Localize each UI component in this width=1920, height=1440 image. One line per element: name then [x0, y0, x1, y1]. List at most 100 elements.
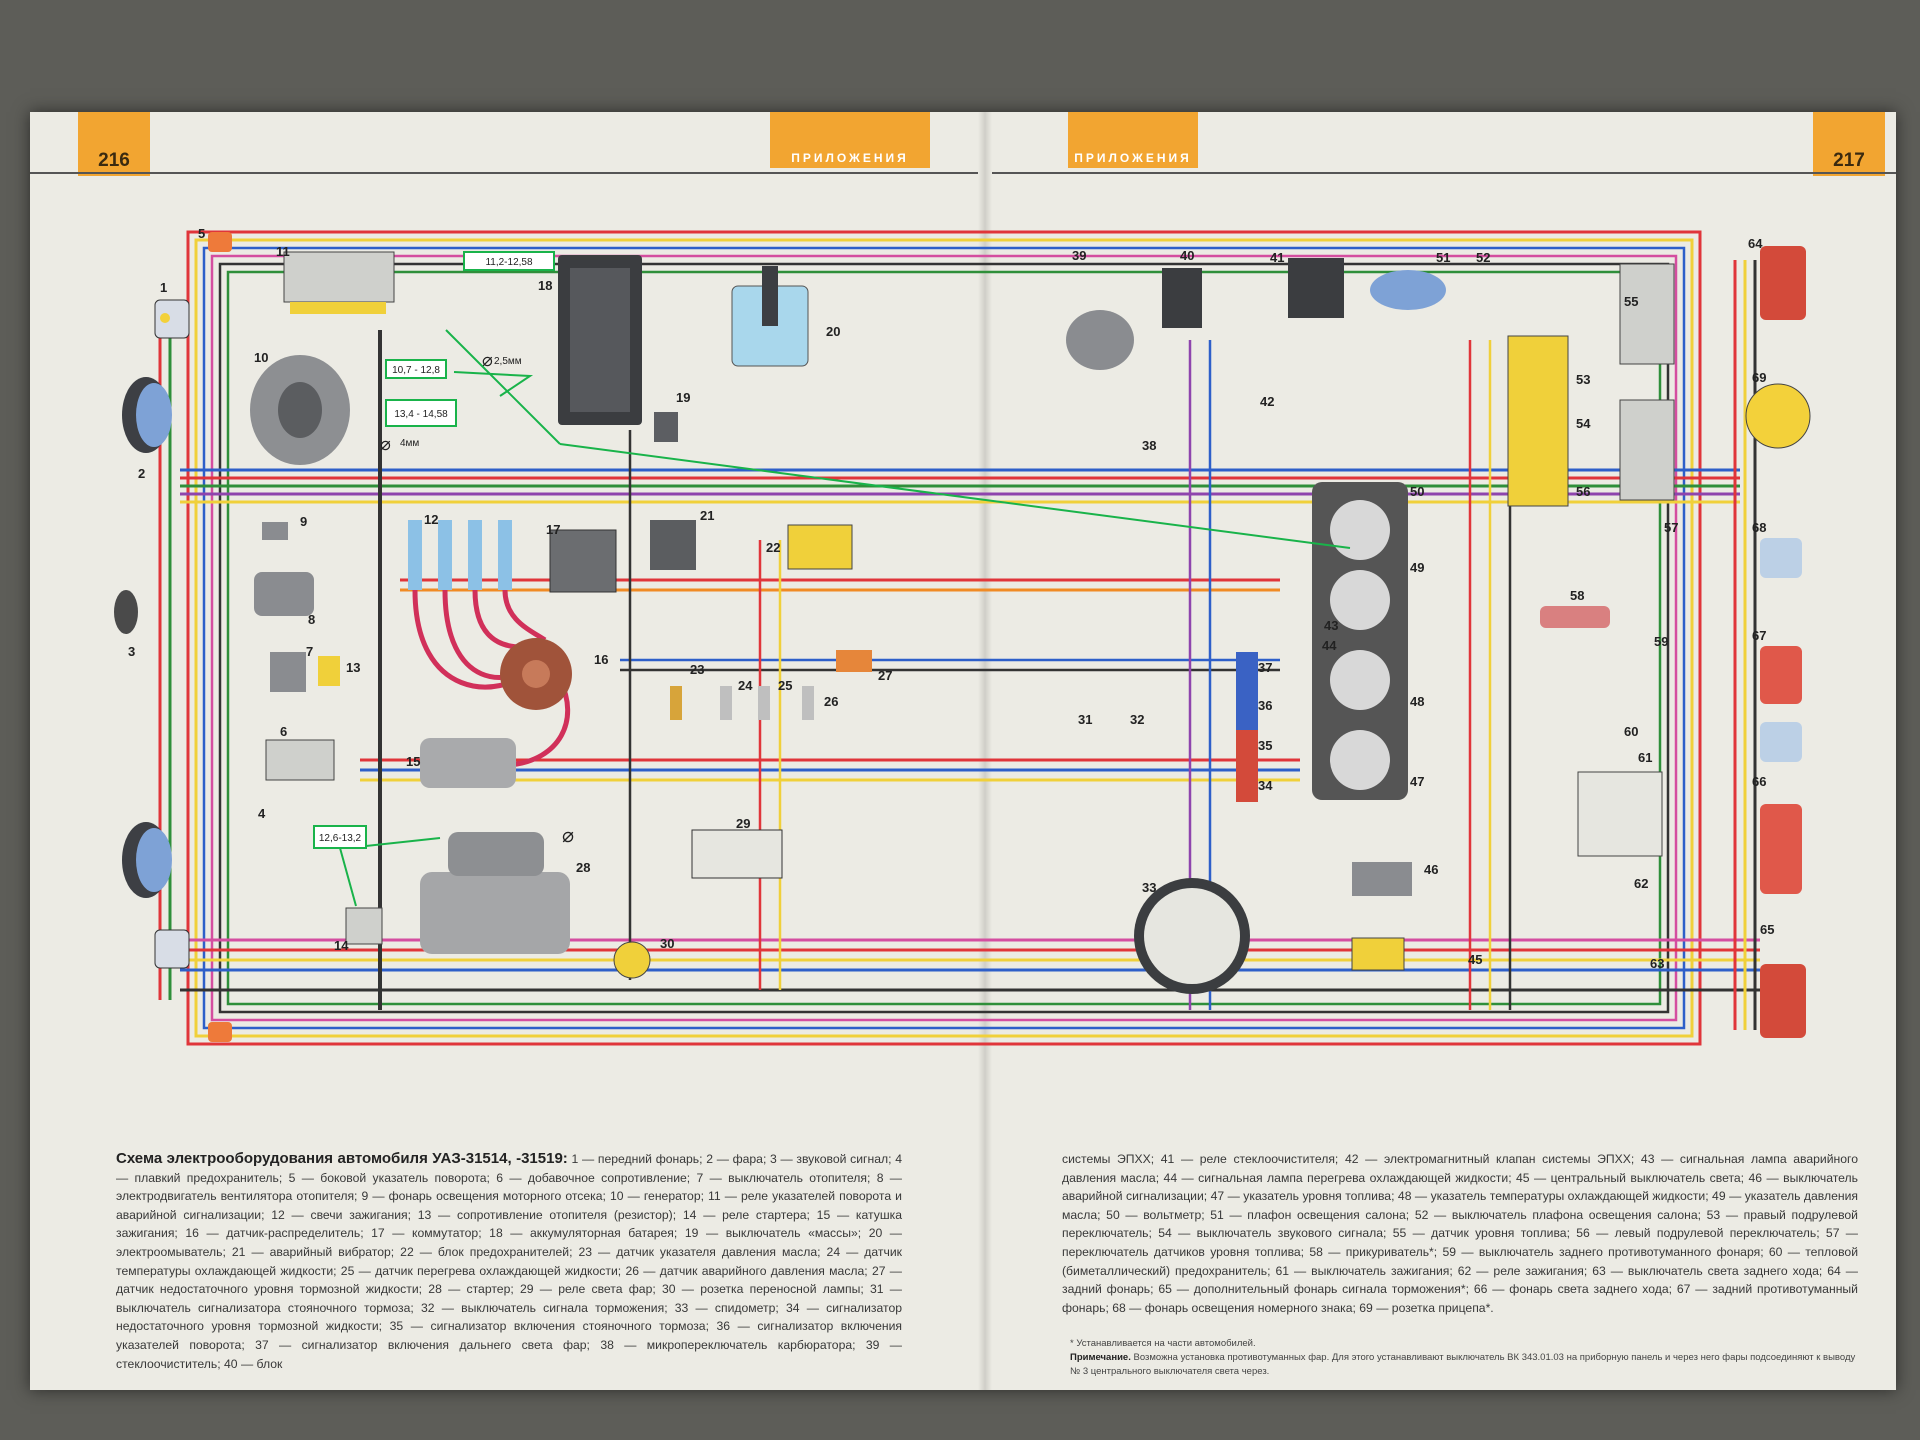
component-number-44: 44: [1322, 638, 1337, 653]
component-number-23: 23: [690, 662, 704, 677]
component-number-60: 60: [1624, 724, 1638, 739]
component-number-39: 39: [1072, 248, 1086, 263]
horn-icon: [114, 590, 138, 634]
component-number-40: 40: [1180, 248, 1194, 263]
note-text: Возможна установка противотуманных фар. …: [1070, 1352, 1856, 1377]
component-number-18: 18: [538, 278, 552, 293]
headlight-relay-icon: [691, 829, 783, 879]
component-number-68: 68: [1752, 520, 1766, 535]
component-number-12: 12: [424, 512, 438, 527]
sensor-icon: [670, 650, 872, 720]
diameter-icon: ⌀: [482, 350, 493, 370]
component-number-37: 37: [1258, 660, 1272, 675]
component-number-15: 15: [406, 754, 420, 769]
cigarette-lighter-icon: [1540, 606, 1610, 628]
emergency-vibrator-icon: [650, 520, 696, 570]
component-number-45: 45: [1468, 952, 1482, 967]
component-number-58: 58: [1570, 588, 1584, 603]
headlamp-icon: [122, 377, 172, 898]
voltage-annotations: 11,2-12,58 10,7 - 12,8 13,4 - 14,58 12,6…: [313, 251, 1351, 907]
component-number-13: 13: [346, 660, 360, 675]
component-number-30: 30: [660, 936, 674, 951]
component-number-27: 27: [878, 668, 892, 683]
component-number-2: 2: [138, 466, 145, 481]
component-number-65: 65: [1760, 922, 1774, 937]
component-number-17: 17: [546, 522, 560, 537]
component-number-7: 7: [306, 644, 313, 659]
component-number-16: 16: [594, 652, 608, 667]
heater-fan-icon: [254, 572, 314, 616]
component-number-48: 48: [1410, 694, 1424, 709]
page-number-left: 216: [78, 112, 150, 176]
component-number-20: 20: [826, 324, 840, 339]
component-number-42: 42: [1260, 394, 1274, 409]
spark-plugs-icon: [408, 520, 512, 590]
component-number-69: 69: [1752, 370, 1766, 385]
component-number-50: 50: [1410, 484, 1424, 499]
component-number-29: 29: [736, 816, 750, 831]
fuse-block-icon: [787, 524, 853, 570]
component-number-54: 54: [1576, 416, 1591, 431]
page-number-right: 217: [1813, 112, 1885, 176]
caption-title: Схема электрооборудования автомобиля УАЗ…: [116, 1150, 568, 1167]
caption-footnote: * Устанавливается на части автомобилей. …: [1070, 1337, 1860, 1379]
header-rule-right: [992, 172, 1896, 174]
diameter-icon: ⌀: [380, 434, 391, 454]
fuel-sensor-icon: [1619, 263, 1675, 501]
component-number-49: 49: [1410, 560, 1424, 575]
component-number-55: 55: [1624, 294, 1638, 309]
speedometer-icon: [1134, 878, 1250, 994]
engine-lamp-icon: [262, 522, 288, 540]
component-number-34: 34: [1258, 778, 1273, 793]
socket-icon: [613, 941, 651, 979]
warning-lamps-icon: [1236, 652, 1258, 802]
component-number-6: 6: [280, 724, 287, 739]
light-switch-icon: [1351, 862, 1412, 971]
rear-lamp-icon: [1760, 246, 1806, 1038]
component-number-4: 4: [258, 806, 266, 821]
component-number-61: 61: [1638, 750, 1652, 765]
component-number-43: 43: [1324, 618, 1338, 633]
component-number-35: 35: [1258, 738, 1272, 753]
component-number-62: 62: [1634, 876, 1648, 891]
component-number-14: 14: [334, 938, 349, 953]
component-number-25: 25: [778, 678, 792, 693]
resistor-block-icon: [265, 739, 335, 781]
component-number-21: 21: [700, 508, 714, 523]
section-tab-right: ПРИЛОЖЕНИЯ: [1068, 112, 1198, 168]
component-number-47: 47: [1410, 774, 1424, 789]
component-number-9: 9: [300, 514, 307, 529]
battery-icon: [558, 255, 642, 425]
component-number-28: 28: [576, 860, 590, 875]
plate-lamp-icon: [1760, 538, 1802, 894]
turn-relay-icon: [283, 251, 395, 314]
wire-gauge-label-25: 2,5мм: [494, 356, 522, 367]
ignition-coil-icon: [420, 738, 516, 788]
component-number-31: 31: [1078, 712, 1092, 727]
component-number-32: 32: [1130, 712, 1144, 727]
component-number-36: 36: [1258, 698, 1272, 713]
ignition-commutator-icon: [549, 529, 617, 593]
component-number-66: 66: [1752, 774, 1766, 789]
instrument-cluster-icon: [1312, 482, 1408, 800]
starter-icon: [420, 832, 570, 954]
caption-legend-left: 1 — передний фонарь; 2 — фара; 3 — звуко…: [116, 1152, 902, 1371]
component-number-51: 51: [1436, 250, 1450, 265]
component-number-26: 26: [824, 694, 838, 709]
washer-icon: [731, 266, 809, 367]
generator-icon: [250, 355, 350, 465]
brochure-spread: 216 ПРИЛОЖЕНИЯ ПРИЛОЖЕНИЯ 217: [30, 112, 1896, 1390]
component-number-53: 53: [1576, 372, 1590, 387]
dome-lamp-icon: [1370, 270, 1446, 310]
wire-gauge-label-4: 4мм: [400, 438, 419, 449]
distributor-icon: [500, 638, 572, 710]
component-number-11: 11: [276, 244, 290, 259]
component-number-22: 22: [766, 540, 780, 555]
battery-voltage-label: 11,2-12,58: [485, 257, 533, 268]
generator-voltage-label-1: 10,7 - 12,8: [392, 365, 440, 376]
component-number-56: 56: [1576, 484, 1590, 499]
component-number-57: 57: [1664, 520, 1678, 535]
component-number-8: 8: [308, 612, 315, 627]
component-number-67: 67: [1752, 628, 1766, 643]
